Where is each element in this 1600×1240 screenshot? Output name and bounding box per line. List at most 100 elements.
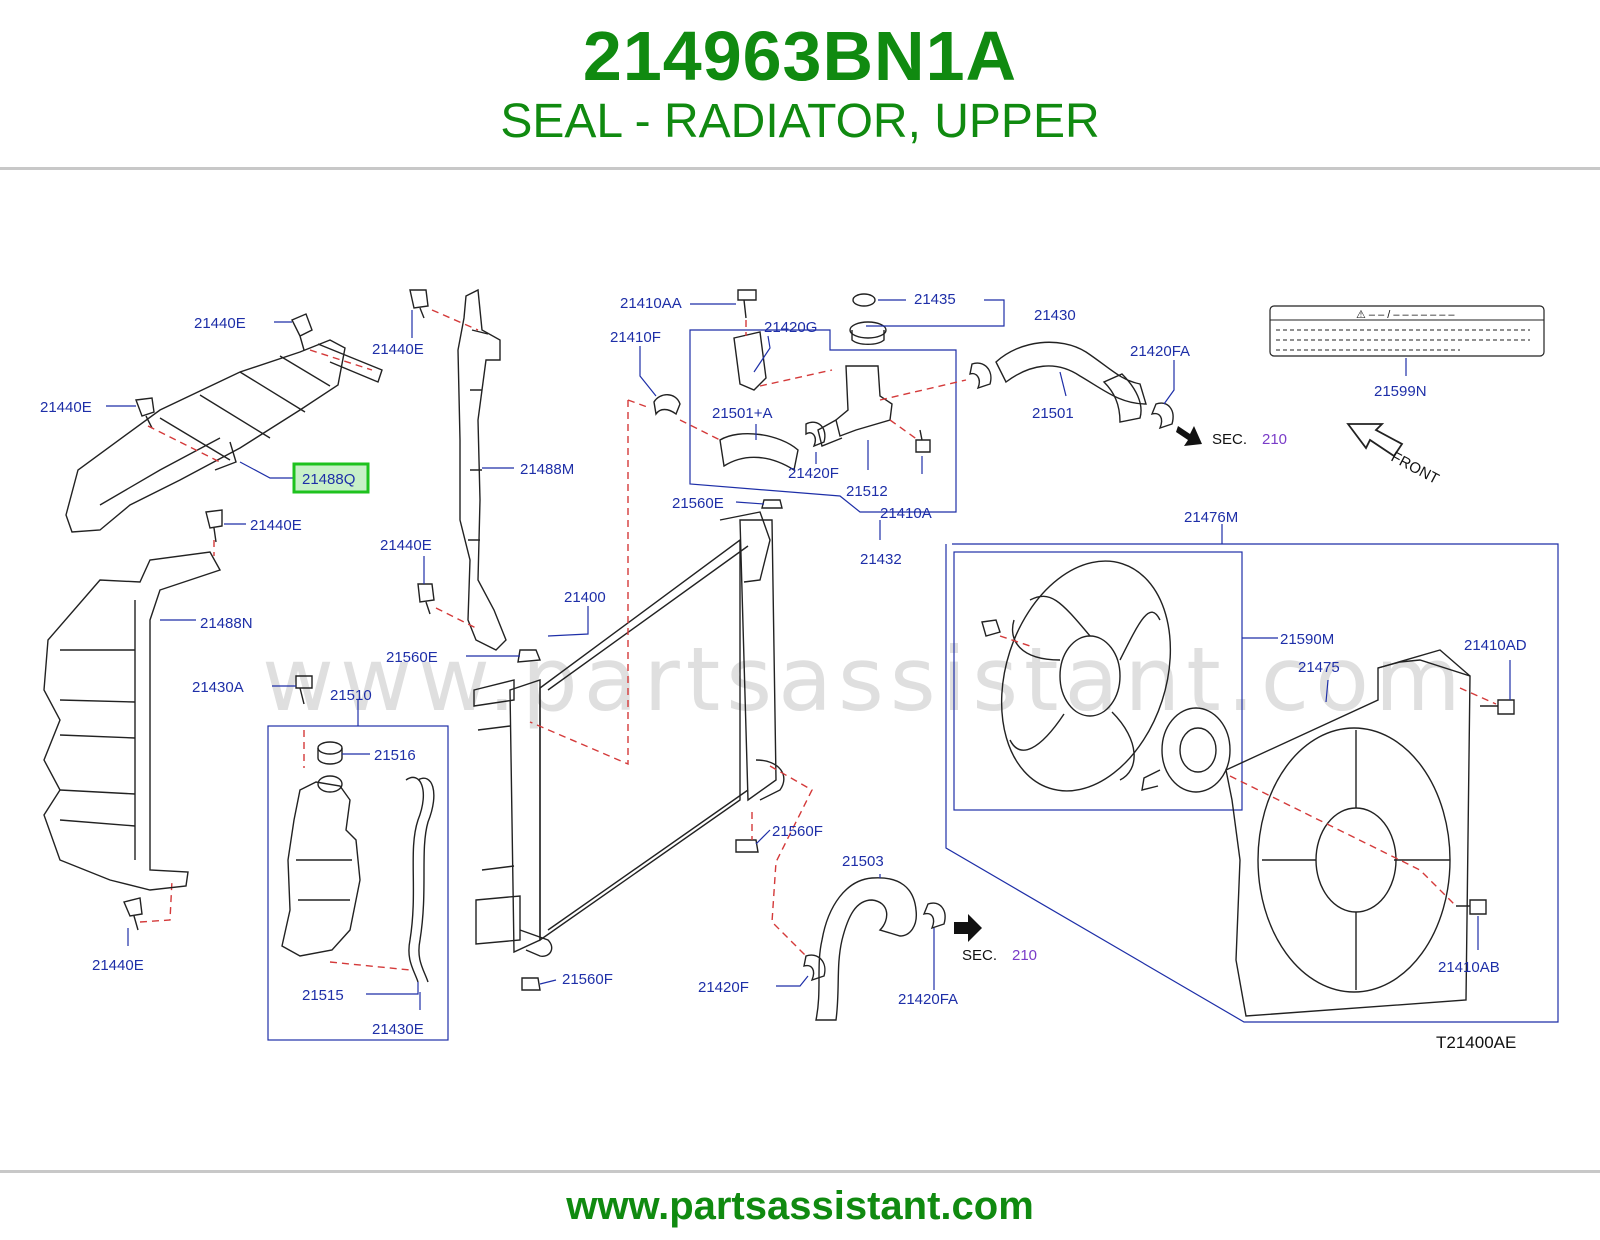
dash-line [627, 399, 651, 409]
label-21440E[interactable]: 21440E [92, 957, 144, 974]
clamp-21420FA-upper-part[interactable] [1150, 402, 1174, 430]
radiator-side-rail-part[interactable] [457, 288, 507, 651]
label-21430A[interactable]: 21430A [192, 679, 244, 696]
mount-bushing-top-part[interactable] [761, 499, 783, 509]
front-direction-arrow [1346, 423, 1404, 458]
fan-nut-part[interactable] [981, 619, 1001, 637]
label-21440E[interactable]: 21440E [40, 399, 92, 416]
clamp-21420F-lower-part[interactable] [803, 954, 826, 982]
highlighted-part-box[interactable] [292, 462, 370, 494]
caution-label-21599N-part[interactable]: ⚠ – – / – – – – – – – [1269, 305, 1545, 357]
label-21560F[interactable]: 21560F [772, 823, 823, 840]
mount-bushing-upper-part[interactable] [517, 649, 541, 663]
label-21400[interactable]: 21400 [564, 589, 606, 606]
label-21410AB[interactable]: 21410AB [1438, 959, 1500, 976]
label-sec-number[interactable]: 210 [1262, 431, 1287, 448]
label-21440E[interactable]: 21440E [250, 517, 302, 534]
housing-21512-part[interactable] [817, 365, 893, 447]
leader-line [755, 829, 771, 845]
reservoir-cap-part[interactable] [317, 741, 343, 765]
mount-bushing-bottom-part[interactable] [521, 977, 541, 991]
clip-fastener-3[interactable] [205, 509, 223, 543]
lower-hose-21503-part[interactable] [815, 877, 917, 1021]
label-21430E[interactable]: 21430E [372, 1021, 424, 1038]
label-21435[interactable]: 21435 [914, 291, 956, 308]
fan-motor-part[interactable] [1141, 707, 1231, 793]
clip-fastener-6[interactable] [417, 583, 435, 615]
reservoir-hose-part[interactable] [405, 776, 435, 983]
clamp-21410F-part[interactable] [653, 394, 681, 416]
label-21440E[interactable]: 21440E [372, 341, 424, 358]
label-21488M[interactable]: 21488M [520, 461, 574, 478]
footer-divider [0, 1170, 1600, 1173]
label-21420FA[interactable]: 21420FA [1130, 343, 1190, 360]
air-guide-upper-part[interactable] [65, 339, 383, 533]
clip-fastener-2[interactable] [135, 397, 155, 429]
bolt-21410AA-part[interactable] [737, 289, 757, 319]
label-21501A[interactable]: 21501+A [712, 405, 772, 422]
bolt-21410AD-part[interactable] [1480, 699, 1515, 715]
dash-line [889, 419, 919, 441]
seal-21435-part[interactable] [852, 293, 876, 307]
clamp-21420F-upper-part[interactable] [805, 421, 826, 448]
label-21430[interactable]: 21430 [1034, 307, 1076, 324]
clip-fastener-1[interactable] [291, 313, 313, 351]
leader-line [239, 461, 294, 479]
label-21488N[interactable]: 21488N [200, 615, 253, 632]
label-21599N[interactable]: 21599N [1374, 383, 1427, 400]
label-21420F[interactable]: 21420F [698, 979, 749, 996]
upper-hose-21501-part[interactable] [995, 341, 1147, 423]
fan-blade-21590M-part[interactable] [973, 539, 1198, 813]
label-21410F[interactable]: 21410F [610, 329, 661, 346]
label-21440E[interactable]: 21440E [194, 315, 246, 332]
label-sec-number[interactable]: 210 [1012, 947, 1037, 964]
clamp-upper-left-part[interactable] [969, 362, 992, 390]
label-21512[interactable]: 21512 [846, 483, 888, 500]
label-front: FRONT [1388, 449, 1442, 488]
mount-bushing-lower-part[interactable] [735, 839, 759, 853]
label-21420FA[interactable]: 21420FA [898, 991, 958, 1008]
dash-line [769, 765, 813, 957]
footer-site-url[interactable]: www.partsassistant.com [566, 1184, 1034, 1228]
label-sec: SEC. [962, 947, 997, 964]
label-21410A[interactable]: 21410A [880, 505, 932, 522]
label-21560E[interactable]: 21560E [672, 495, 724, 512]
label-21501[interactable]: 21501 [1032, 405, 1074, 422]
clip-fastener-4[interactable] [123, 897, 143, 931]
label-21410AA[interactable]: 21410AA [620, 295, 682, 312]
fan-shroud-21475-part[interactable] [1225, 649, 1471, 1017]
label-21516[interactable]: 21516 [374, 747, 416, 764]
label-21510[interactable]: 21510 [330, 687, 372, 704]
sec-210-arrow-lower[interactable] [954, 914, 982, 942]
air-guide-side-part[interactable] [43, 551, 222, 891]
label-21503[interactable]: 21503 [842, 853, 884, 870]
bolt-fastener-21430A[interactable] [295, 675, 313, 705]
label-21590M[interactable]: 21590M [1280, 631, 1334, 648]
page-header: 214963BN1A SEAL - RADIATOR, UPPER [0, 0, 1600, 170]
label-21420G[interactable]: 21420G [764, 319, 817, 336]
clamp-21420FA-lower-part[interactable] [922, 902, 946, 930]
label-21488Q[interactable]: 21488Q [302, 471, 355, 488]
label-21475[interactable]: 21475 [1298, 659, 1340, 676]
bolt-21410AB-part[interactable] [1456, 899, 1487, 915]
reservoir-tank-part[interactable] [281, 775, 361, 957]
dash-line [879, 379, 967, 401]
label-21560F[interactable]: 21560F [562, 971, 613, 988]
clip-fastener-5[interactable] [409, 289, 429, 319]
part-number-title: 214963BN1A [582, 17, 1018, 95]
leader-line [1059, 371, 1067, 397]
label-21440E[interactable]: 21440E [380, 537, 432, 554]
hose-21501A-part[interactable] [719, 433, 799, 472]
label-21420F[interactable]: 21420F [788, 465, 839, 482]
dash-line [759, 369, 833, 387]
label-21476M[interactable]: 21476M [1184, 509, 1238, 526]
bolt-21410A-part[interactable] [915, 429, 931, 453]
radiator-core-part[interactable] [473, 511, 785, 957]
label-21560E[interactable]: 21560E [386, 649, 438, 666]
filler-cap-part[interactable] [849, 321, 887, 346]
label-21432[interactable]: 21432 [860, 551, 902, 568]
sec-210-arrow-upper[interactable] [1176, 426, 1202, 446]
label-21515[interactable]: 21515 [302, 987, 344, 1004]
label-21410AD[interactable]: 21410AD [1464, 637, 1527, 654]
bracket-21420G-part[interactable] [733, 331, 767, 391]
